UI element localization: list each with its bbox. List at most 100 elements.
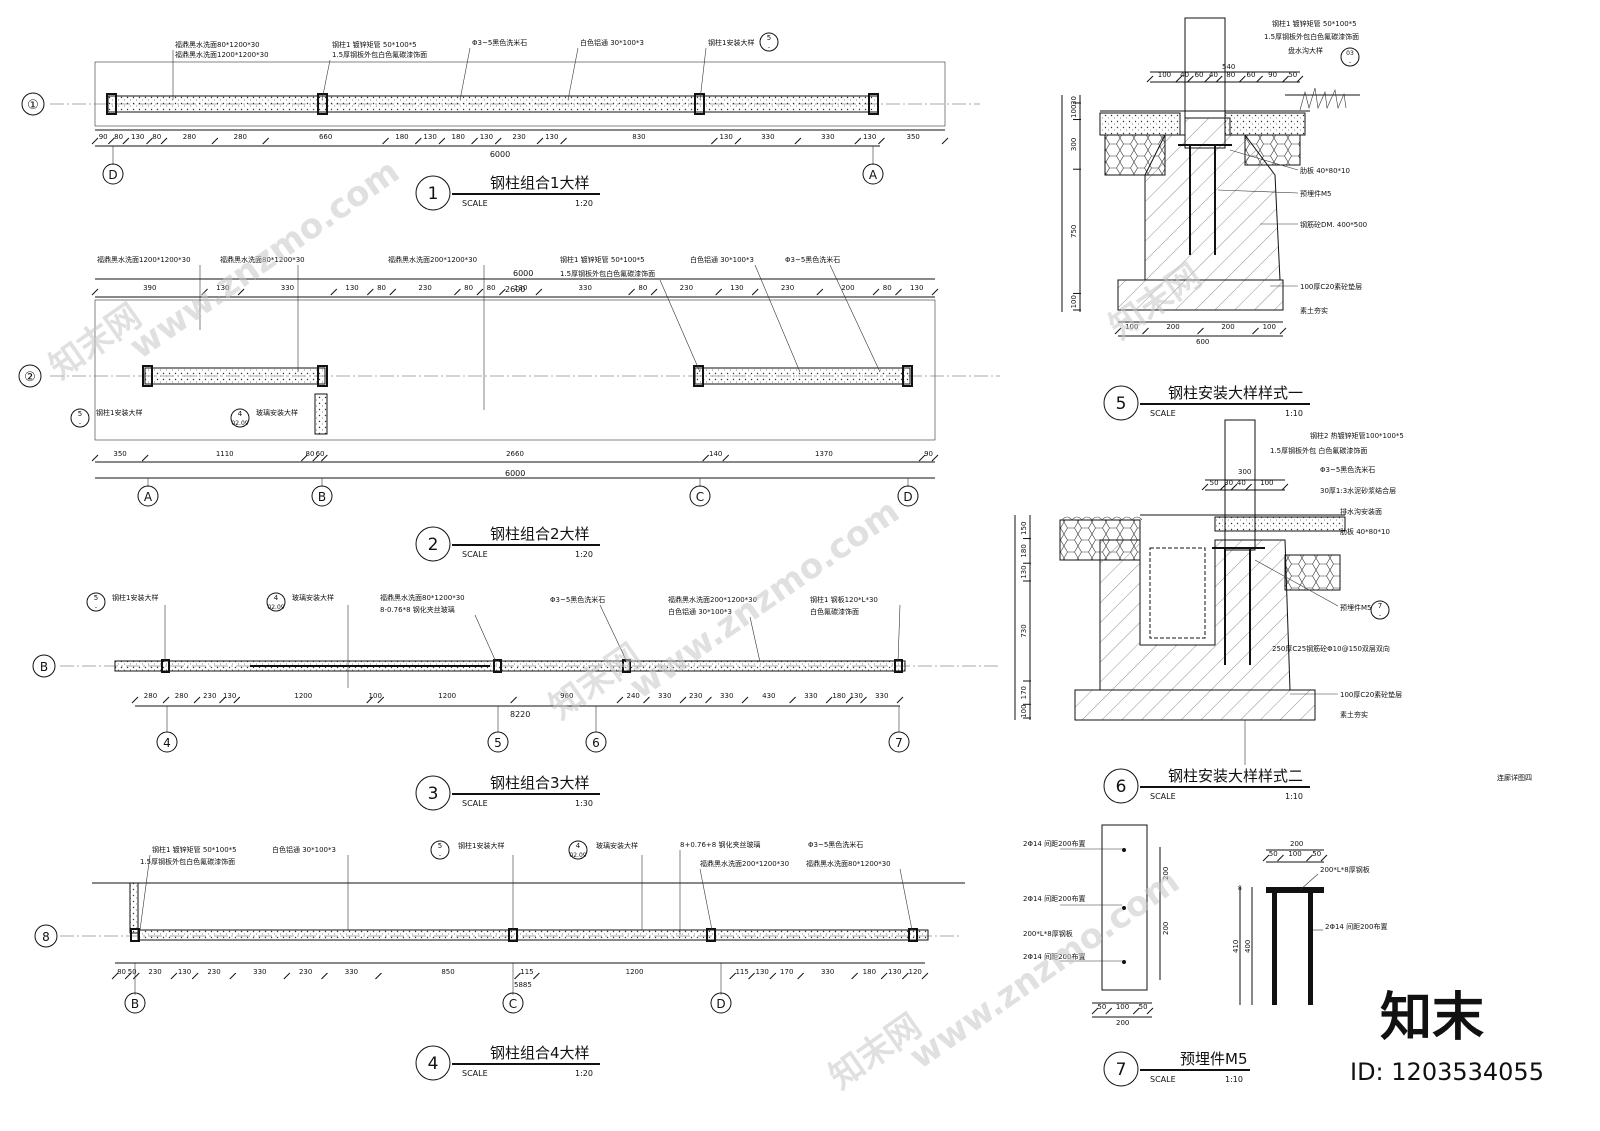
drawing-title: 钢柱组合1大样	[490, 174, 590, 192]
scale-value: 1:30	[575, 799, 593, 808]
dim-tick	[1252, 327, 1259, 335]
callout: 福鼎黑水洗面200*1200*30	[700, 859, 789, 868]
dim-value: 180	[452, 133, 465, 141]
callout: Φ3~5黑色洗米石	[472, 38, 527, 47]
ref-bottom: -	[1349, 59, 1351, 66]
dim-value: 1200	[438, 692, 456, 700]
dim-value: 180	[832, 692, 845, 700]
dim-tick	[816, 288, 824, 296]
callout: Φ3~5黑色洗米石	[550, 595, 605, 604]
dim-tick	[789, 696, 796, 704]
label: 200*L*8厚钢板	[1023, 929, 1073, 938]
dim-value: 100	[1125, 323, 1138, 331]
dim-value: 1110	[216, 450, 234, 458]
dim-tick	[262, 137, 270, 145]
callout: 玻璃安装大样	[596, 841, 638, 850]
grid-label: D	[903, 490, 912, 504]
grid-A-1: A	[869, 168, 878, 182]
drawing-number: 2	[428, 535, 439, 555]
callout: 白色铝通 30*100*3	[668, 607, 732, 616]
dim-value: 2660	[506, 450, 524, 458]
dim-value: 130	[730, 284, 743, 292]
dim-tick	[160, 137, 168, 145]
dim-tick	[229, 972, 237, 980]
callout: 白色铝通 30*100*3	[690, 255, 754, 264]
label: 200*L*8厚钢板	[1320, 865, 1370, 874]
callout: Φ3~5黑色洗米石	[785, 255, 840, 264]
dim-tick	[107, 137, 115, 145]
dim-value: 40	[1209, 71, 1218, 79]
dim: 8220	[510, 710, 530, 719]
steel-columns-1	[106, 93, 879, 115]
dim-tick	[715, 288, 723, 296]
axis-label-4: 8	[42, 930, 50, 944]
scale-label: SCALE	[462, 199, 488, 208]
dim-tick	[734, 137, 742, 145]
dim-value: 130	[910, 284, 923, 292]
dim-tick	[860, 696, 867, 704]
dim-value: 130	[514, 284, 527, 292]
dim-tick	[679, 696, 687, 704]
dim-value: 280	[183, 133, 196, 141]
dim: 6000	[513, 269, 533, 278]
dim-tick	[1204, 75, 1212, 83]
scale-label: SCALE	[1150, 409, 1176, 418]
dim-value: 1200	[294, 692, 312, 700]
scale-value: 1:20	[575, 1069, 593, 1078]
dim-tick	[741, 696, 749, 704]
dim-tick	[794, 137, 802, 145]
dim-value: 130	[755, 968, 768, 976]
dim-value: 50	[1210, 479, 1219, 487]
side-note: 连廊详图四	[1497, 773, 1532, 782]
dim: 5885	[514, 981, 532, 989]
dim-value: 330	[875, 692, 888, 700]
dim-value: 170	[1020, 686, 1028, 699]
drawing-1: ① 6000 D A 福鼎黑水洗面80*1200*30 福鼎黑水洗面1200*1…	[21, 32, 980, 211]
dim-tick	[146, 137, 153, 145]
label: 预埋件M5	[1300, 189, 1332, 198]
ref-top: 5	[78, 410, 82, 418]
dim-value: 50	[1269, 850, 1278, 858]
dim-tick	[1197, 327, 1204, 335]
dim-value: 230	[203, 692, 216, 700]
callout: Φ3~5黑色洗米石	[808, 840, 863, 849]
label: 盘水沟大样	[1288, 46, 1323, 55]
label: 2Φ14 间距200布置	[1023, 839, 1085, 848]
dim-tick	[471, 137, 478, 145]
dim-tick	[131, 696, 139, 704]
callout: 钢柱1 钢板120*L*30	[810, 595, 878, 604]
dim-value: 230	[148, 968, 161, 976]
dim-value: 330	[761, 133, 774, 141]
ref-top: 5	[767, 34, 771, 42]
dim-value: 280	[144, 692, 157, 700]
dim-value: 330	[804, 692, 817, 700]
dim-tick	[312, 454, 320, 462]
dim-tick	[141, 454, 149, 462]
ref-top: 5	[94, 594, 98, 602]
label: 1.5厚钢板外包白色氟碳漆饰面	[1264, 32, 1359, 41]
label: Φ3~5黑色洗米石	[1320, 465, 1375, 474]
dim: 200	[1116, 1019, 1129, 1027]
callout: 钢柱1 镀锌矩管 50*100*5	[152, 845, 237, 854]
callout: 福鼎黑水洗面80*1200*30	[175, 40, 260, 49]
dim-value: 170	[780, 968, 793, 976]
dim-value: 180	[395, 133, 408, 141]
dim-tick	[510, 696, 517, 704]
drawing-number: 6	[1116, 777, 1127, 797]
dim-tick	[941, 137, 949, 145]
drawing-title: 预埋件M5	[1180, 1050, 1248, 1068]
callout: 福鼎黑水洗面200*1200*30	[388, 255, 477, 264]
ref-bottom: -	[95, 604, 97, 611]
dim-value: 850	[441, 968, 454, 976]
scale-label: SCALE	[462, 550, 488, 559]
axis-bubble-1	[21, 92, 45, 116]
grids-3: 4 5 6 7	[156, 706, 910, 753]
scale-value: 1:10	[1225, 1075, 1243, 1084]
dim-value: 40	[1180, 71, 1189, 79]
